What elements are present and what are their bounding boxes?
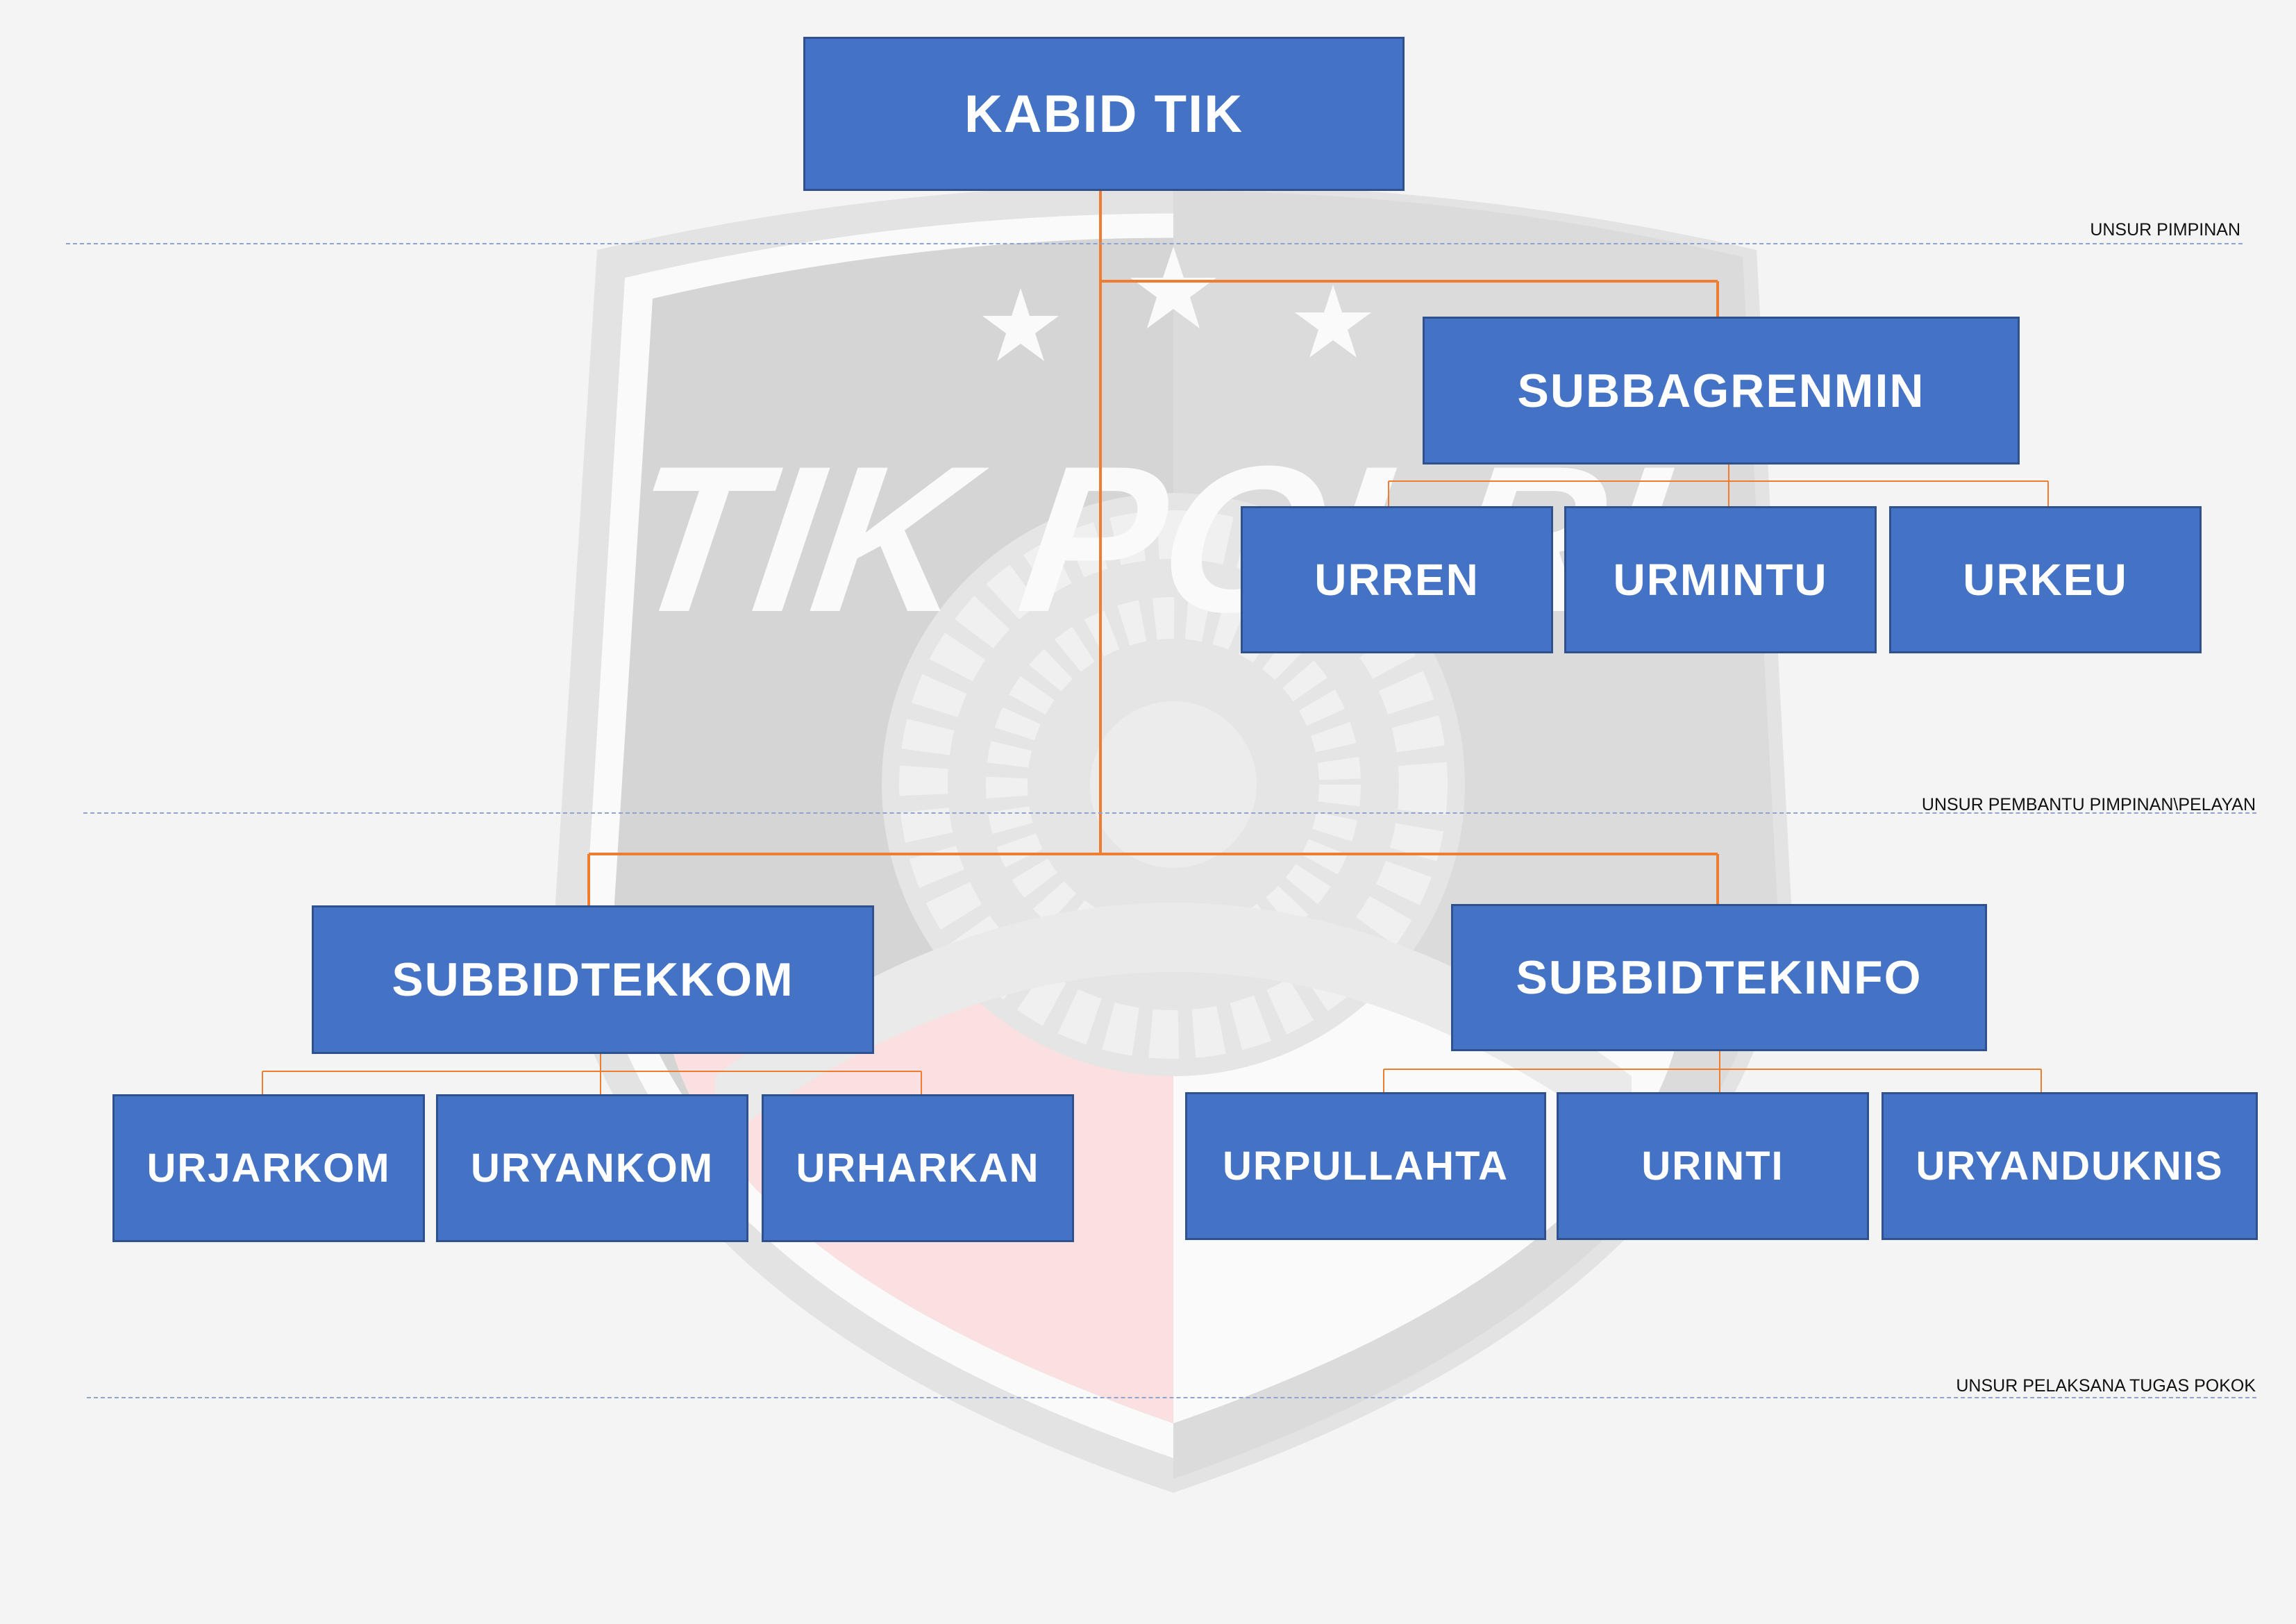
box-urren: URREN (1241, 506, 1553, 653)
box-kabid-tik: KABID TIK (803, 37, 1405, 191)
box-uryankom: URYANKOM (436, 1094, 748, 1242)
box-urkeu: URKEU (1889, 506, 2202, 653)
box-subbidtekinfo: SUBBIDTEKINFO (1451, 904, 1987, 1051)
zone-divider-pembantu (83, 812, 2256, 814)
zone-divider-pelaksana (87, 1397, 2256, 1398)
box-urmintu: URMINTU (1564, 506, 1877, 653)
zone-label-pembantu: UNSUR PEMBANTU PIMPINAN\PELAYAN (1921, 795, 2256, 814)
box-urinti: URINTI (1557, 1092, 1869, 1240)
box-urharkan: URHARKAN (762, 1094, 1074, 1242)
zone-divider-pimpinan (66, 243, 2243, 244)
zone-label-pimpinan: UNSUR PIMPINAN (2090, 220, 2240, 240)
box-subbagrenmin: SUBBAGRENMIN (1423, 317, 2020, 464)
zone-label-pelaksana: UNSUR PELAKSANA TUGAS POKOK (1956, 1376, 2256, 1396)
box-uryanduknis: URYANDUKNIS (1882, 1092, 2258, 1240)
box-subbidtekkom: SUBBIDTEKKOM (312, 905, 874, 1054)
box-urjarkom: URJARKOM (112, 1094, 425, 1242)
box-urpullahta: URPULLAHTA (1185, 1092, 1546, 1240)
